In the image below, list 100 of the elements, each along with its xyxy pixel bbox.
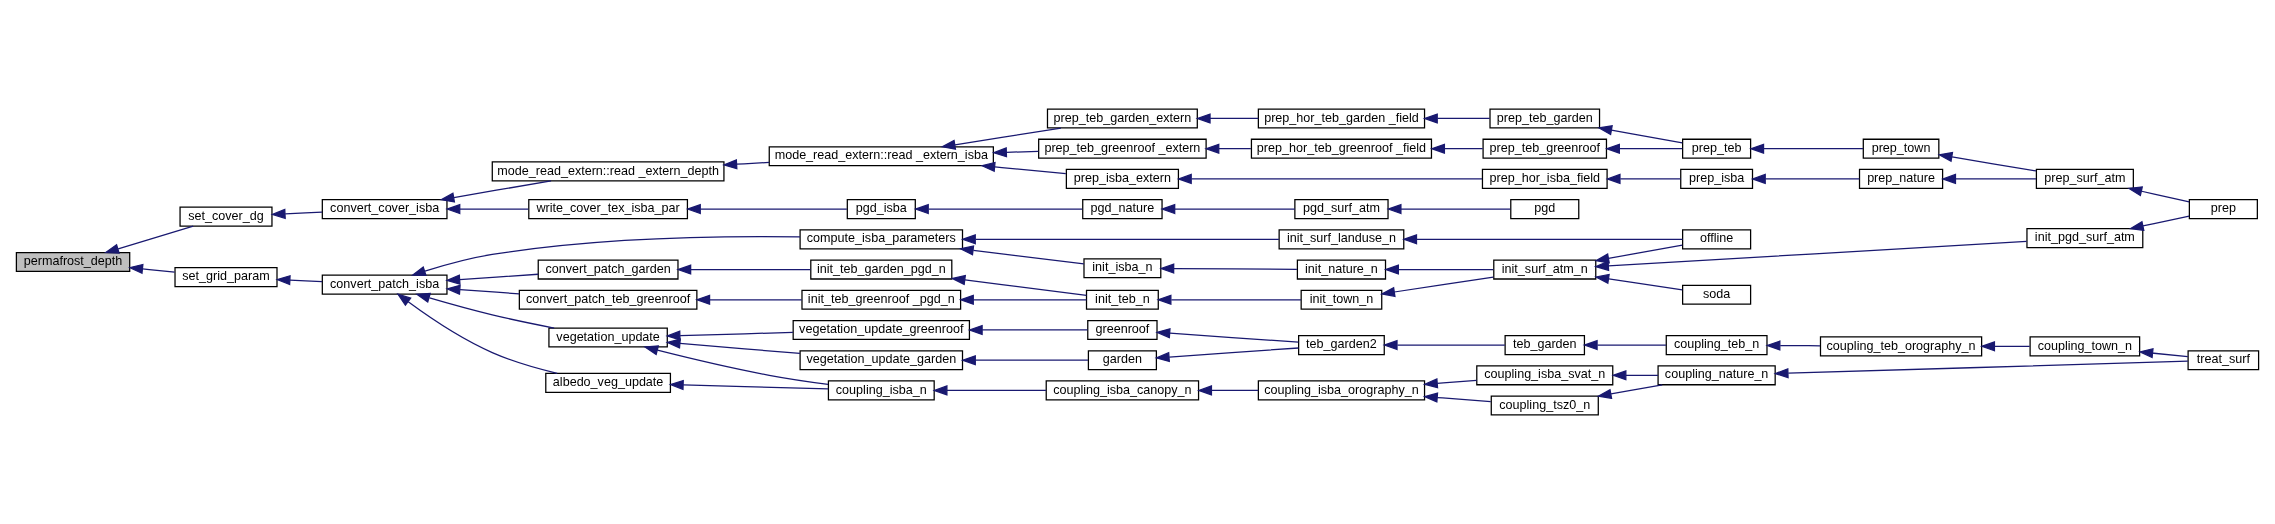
node-box: coupling_town_n [2029, 336, 2141, 357]
arrow [439, 180, 552, 203]
arrow [1594, 244, 1683, 264]
arrow [1582, 339, 1667, 351]
arrow [685, 203, 848, 215]
arrow [1940, 173, 2037, 185]
arrow [1422, 392, 1492, 403]
node-box: pgd [1510, 199, 1580, 220]
node-box: prep_teb_garden_extern [1046, 108, 1198, 129]
arrow [1159, 263, 1298, 274]
arrow [913, 203, 1083, 215]
node-box: coupling_isba_orography_n [1257, 380, 1426, 401]
arrow [1604, 143, 1683, 154]
arrow [1379, 276, 1494, 298]
arrow [1422, 377, 1478, 389]
arrow [722, 158, 770, 170]
node-box: prep [2188, 199, 2258, 220]
arrow [1386, 203, 1511, 215]
arrow [676, 264, 812, 275]
arrow [1382, 339, 1506, 351]
arrow [1383, 264, 1494, 275]
node-box: coupling_nature_n [1657, 365, 1776, 386]
arrow [1195, 113, 1259, 124]
node-box: prep_nature [1858, 168, 1944, 189]
arrow [1750, 173, 1861, 185]
node-box: offline [1682, 229, 1752, 250]
node-box: init_surf_atm_n [1493, 259, 1597, 280]
node-box: set_cover_dg [179, 206, 273, 227]
node-box: init_town_n [1300, 289, 1383, 310]
node-box: write_cover_tex_isba_par [528, 199, 689, 220]
arrow [1937, 151, 2037, 172]
node-box: prep_isba [1680, 168, 1754, 189]
node-box: convert_patch_isba [321, 274, 448, 295]
node-box: vegetation_update_garden [799, 350, 964, 371]
arrow [695, 294, 803, 306]
node-box: pgd_surf_atm [1294, 199, 1389, 220]
arrow [960, 234, 1280, 245]
node-box: soda [1682, 284, 1752, 305]
arrow [103, 225, 194, 254]
node-box: compute_isba_parameters [799, 229, 964, 250]
arrow [668, 379, 829, 391]
arrow [1765, 340, 1821, 351]
arrow [665, 330, 794, 341]
arrow [1155, 327, 1300, 343]
arrow [445, 284, 520, 296]
arrow [275, 274, 323, 286]
arrow [270, 208, 323, 220]
node-box: vegetation_update_greenroof [792, 319, 971, 341]
arrow [950, 274, 1088, 296]
node-box: teb_garden [1504, 335, 1586, 356]
arrow [415, 292, 555, 329]
arrow [1749, 143, 1864, 154]
node-box: prep_town [1862, 138, 1940, 159]
node-box: coupling_isba_svat_n [1476, 365, 1614, 386]
node-box: treat_surf [2187, 350, 2260, 371]
arrow [1204, 143, 1252, 154]
node-box: pgd_isba [846, 199, 916, 220]
node-box: init_teb_n [1085, 289, 1159, 310]
node-box: prep_teb [1682, 138, 1752, 159]
arrow [1594, 273, 1683, 291]
arrow [1154, 347, 1300, 363]
arrow [1176, 173, 1483, 185]
node-box: vegetation_update [548, 327, 668, 348]
arrow [396, 293, 558, 374]
arrow [958, 294, 1088, 306]
arrow [958, 245, 1085, 265]
node-box: coupling_isba_n [827, 380, 935, 401]
arrow [665, 338, 801, 355]
node-box: convert_patch_garden [537, 259, 679, 280]
node-box: albedo_veg_update [545, 372, 672, 393]
arrow [2138, 347, 2189, 359]
arrow [2128, 215, 2190, 232]
node-box: permafrost_depth [15, 251, 131, 273]
node-box: init_teb_greenroof _pgd_n [801, 289, 962, 310]
node-box: convert_patch_teb_greenroof [518, 289, 698, 310]
arrow [1422, 113, 1491, 124]
arrow [1773, 360, 2189, 379]
node-box: mode_read_extern::read _extern_isba [768, 146, 994, 167]
node-box: prep_isba_extern [1065, 168, 1180, 189]
arrow [1979, 341, 2031, 352]
node-box: init_nature_n [1296, 259, 1387, 280]
arrow [1605, 173, 1682, 185]
arrow [1402, 234, 1684, 245]
node-box: prep_teb_greenroof _extern [1038, 138, 1207, 159]
node-box: prep_hor_teb_greenroof _field [1250, 138, 1433, 159]
node-box: prep_teb_garden [1489, 108, 1601, 129]
arrow [1597, 125, 1683, 144]
node-box: pgd_nature [1082, 199, 1163, 220]
arrow [1160, 203, 1296, 215]
arrow [2127, 186, 2190, 203]
node-box: coupling_teb_orography_n [1819, 336, 1983, 357]
arrow [1156, 294, 1302, 306]
arrow [1596, 384, 1663, 400]
node-box: init_surf_landuse_n [1278, 229, 1405, 250]
arrow [1196, 385, 1259, 396]
arrow [980, 161, 1067, 175]
node-box: coupling_tsz0_n [1490, 395, 1599, 416]
node-box: prep_surf_atm [2035, 168, 2134, 189]
node-box: set_grid_param [174, 267, 278, 288]
node-box: mode_read_extern::read _extern_depth [491, 161, 725, 182]
